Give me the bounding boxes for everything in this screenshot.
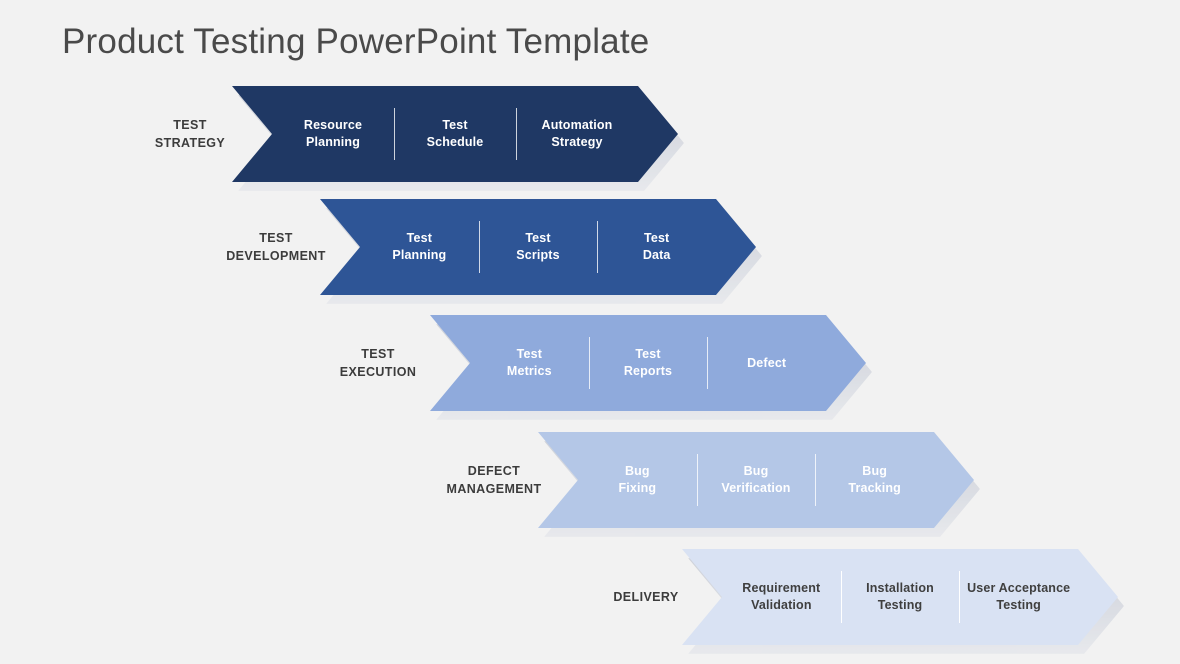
chevron-item[interactable]: Test Schedule [394, 117, 516, 151]
stage-label-defect-management: DEFECT MANAGEMENT [446, 463, 542, 496]
chevron-item[interactable]: Test Scripts [479, 230, 598, 264]
chevron-item[interactable]: User Acceptance Testing [959, 580, 1078, 614]
chevron-delivery[interactable]: Requirement Validation Installation Test… [682, 549, 1118, 645]
stage-label-delivery: DELIVERY [613, 589, 679, 604]
chevron-item[interactable]: Resource Planning [303, 118, 363, 149]
chevron-body[interactable]: Test Metrics Test Reports Defect [430, 315, 866, 411]
chevron-test-execution[interactable]: Test Metrics Test Reports Defect [430, 315, 866, 411]
chevron-body[interactable]: Requirement Validation Installation Test… [682, 549, 1118, 645]
chevron-item[interactable]: Test Data [597, 230, 716, 264]
chevron-item[interactable]: Test Reports [589, 346, 708, 380]
chevron-item-group: Resource Planning Test Schedule Automati… [272, 86, 638, 182]
chevron-item[interactable]: Test Metrics [506, 347, 552, 378]
chevron-item[interactable]: Defect [707, 355, 826, 372]
chevron-item-group: Test Planning Test Scripts Test Data [360, 199, 716, 295]
chevron-test-development[interactable]: Test Planning Test Scripts Test Data [320, 199, 756, 295]
stage-label-test-execution: TEST EXECUTION [339, 346, 417, 379]
chevron-body[interactable]: Bug Fixing Bug Verification Bug Tracking [538, 432, 974, 528]
chevron-item-group: Test Metrics Test Reports Defect [470, 315, 826, 411]
chevron-item[interactable]: Requirement Validation [742, 581, 821, 612]
stage-label-test-strategy: TEST STRATEGY [154, 117, 226, 150]
chevron-item-group: Requirement Validation Installation Test… [722, 549, 1078, 645]
chevron-item[interactable]: Test Planning [392, 231, 447, 262]
chevron-item[interactable]: Automation Strategy [516, 117, 638, 151]
chevron-defect-management[interactable]: Bug Fixing Bug Verification Bug Tracking [538, 432, 974, 528]
page-title: Product Testing PowerPoint Template [62, 22, 650, 61]
stage-label-test-development: TEST DEVELOPMENT [226, 230, 326, 263]
chevron-item[interactable]: Bug Fixing [618, 464, 657, 495]
chevron-item[interactable]: Bug Verification [697, 463, 816, 497]
chevron-test-strategy[interactable]: Resource Planning Test Schedule Automati… [232, 86, 678, 182]
chevron-item[interactable]: Bug Tracking [815, 463, 934, 497]
chevron-body[interactable]: Test Planning Test Scripts Test Data [320, 199, 756, 295]
chevron-body[interactable]: Resource Planning Test Schedule Automati… [232, 86, 678, 182]
chevron-item[interactable]: Installation Testing [841, 580, 960, 614]
chevron-item-group: Bug Fixing Bug Verification Bug Tracking [578, 432, 934, 528]
